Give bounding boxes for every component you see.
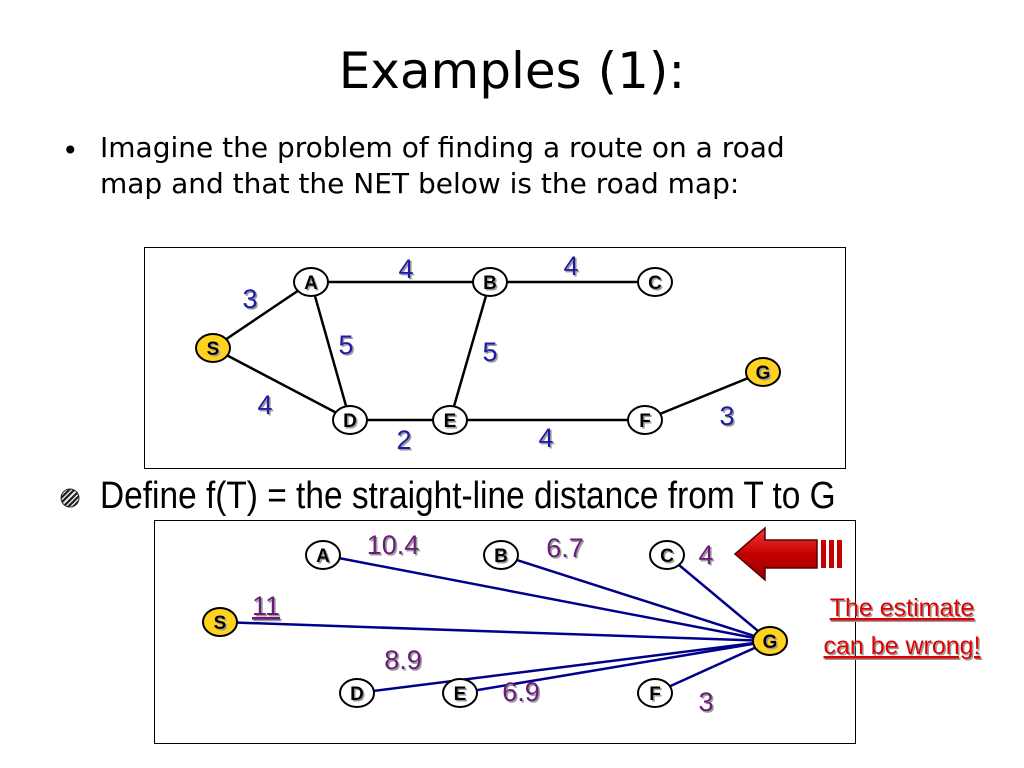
- weight-a-b: 4: [398, 254, 413, 284]
- heuristic-node-c-label: C: [660, 546, 674, 567]
- node-s-label: S: [207, 339, 220, 360]
- heuristic-node-a-label: A: [316, 546, 330, 567]
- distance-line-f: [654, 639, 771, 695]
- bullet-text-2: Define f(T) = the straight-line distance…: [100, 475, 836, 517]
- weight-e-f: 4: [538, 423, 553, 453]
- weight-b-e: 5: [482, 337, 497, 367]
- heuristic-node-s: S: [202, 607, 238, 637]
- striped-bullet-icon: [60, 488, 80, 508]
- distance-value-f: 3: [698, 687, 713, 717]
- node-c-label: C: [648, 273, 662, 294]
- distance-line-d: [356, 639, 771, 695]
- distance-value-s: 11: [252, 591, 280, 621]
- node-b-label: B: [483, 273, 497, 294]
- distance-value-e: 6.9: [502, 677, 540, 707]
- node-d: D: [332, 405, 368, 435]
- weight-d-e: 2: [396, 425, 411, 455]
- node-f-label: F: [639, 411, 651, 432]
- edge-a-d: [309, 281, 352, 421]
- node-c: C: [637, 267, 673, 297]
- weight-b-c: 4: [563, 251, 578, 281]
- distance-value-a: 10.4: [367, 530, 420, 560]
- slide-title: Examples (1):: [338, 42, 686, 100]
- bullet-dot-icon: •: [62, 134, 79, 167]
- node-a: A: [293, 267, 329, 297]
- heuristic-node-e-label: E: [454, 684, 467, 705]
- heuristic-node-e: E: [442, 678, 478, 708]
- heuristic-node-f-label: F: [649, 684, 661, 705]
- node-g: G: [745, 357, 781, 387]
- distance-line-e: [459, 639, 771, 695]
- bullet-text-1-line-2: map and that the NET below is the road m…: [100, 167, 740, 200]
- heuristic-graph: 10.4 6.7 4 11 8.9 6.9 3 A B C S: [202, 530, 788, 717]
- node-g-label: G: [756, 363, 771, 384]
- edge-f-g: [644, 370, 764, 422]
- heuristic-node-b: B: [483, 540, 519, 570]
- heuristic-node-s-label: S: [214, 613, 227, 634]
- heuristic-node-d: D: [339, 678, 375, 708]
- distance-line-b: [500, 553, 771, 643]
- node-e-label: E: [444, 411, 457, 432]
- node-s: S: [195, 333, 231, 363]
- weight-s-d: 4: [257, 390, 272, 420]
- distance-value-b: 6.7: [546, 533, 584, 563]
- edge-s-d: [212, 346, 351, 422]
- distance-line-c: [666, 554, 771, 642]
- weight-s-a: 3: [242, 284, 257, 314]
- distance-line-a: [322, 553, 771, 643]
- bullet-text-1: Imagine the problem of finding a route o…: [100, 130, 900, 202]
- distance-line-s: [219, 620, 771, 643]
- estimate-note: The estimate can be wrong!: [823, 594, 980, 660]
- weight-f-g: 3: [719, 401, 734, 431]
- weight-a-d: 5: [338, 330, 353, 360]
- heuristic-node-f: F: [637, 678, 673, 708]
- heuristic-node-b-label: B: [494, 546, 508, 567]
- red-arrow-icon: [733, 526, 842, 582]
- node-f: F: [627, 405, 663, 435]
- estimate-note-line-2: can be wrong!: [823, 632, 980, 660]
- node-e: E: [432, 405, 468, 435]
- edge-s-a: [212, 280, 312, 350]
- heuristic-node-g: G: [752, 626, 788, 656]
- heuristic-node-a: A: [305, 540, 341, 570]
- heuristic-node-c: C: [649, 540, 685, 570]
- heuristic-node-g-label: G: [763, 632, 778, 653]
- node-d-label: D: [343, 411, 357, 432]
- node-a-label: A: [304, 273, 318, 294]
- distance-value-d: 8.9: [384, 645, 422, 675]
- road-map-panel: 3 4 4 4 5 5 2 4 3 S A B C: [144, 247, 846, 469]
- road-map-graph: 3 4 4 4 5 5 2 4 3 S A B C: [195, 251, 781, 455]
- estimate-note-line-1: The estimate: [830, 594, 975, 622]
- heuristic-node-d-label: D: [350, 684, 364, 705]
- bullet-text-1-line-1: Imagine the problem of finding a route o…: [100, 131, 785, 164]
- edge-b-e: [448, 281, 492, 421]
- node-b: B: [472, 267, 508, 297]
- distance-value-c: 4: [698, 540, 713, 570]
